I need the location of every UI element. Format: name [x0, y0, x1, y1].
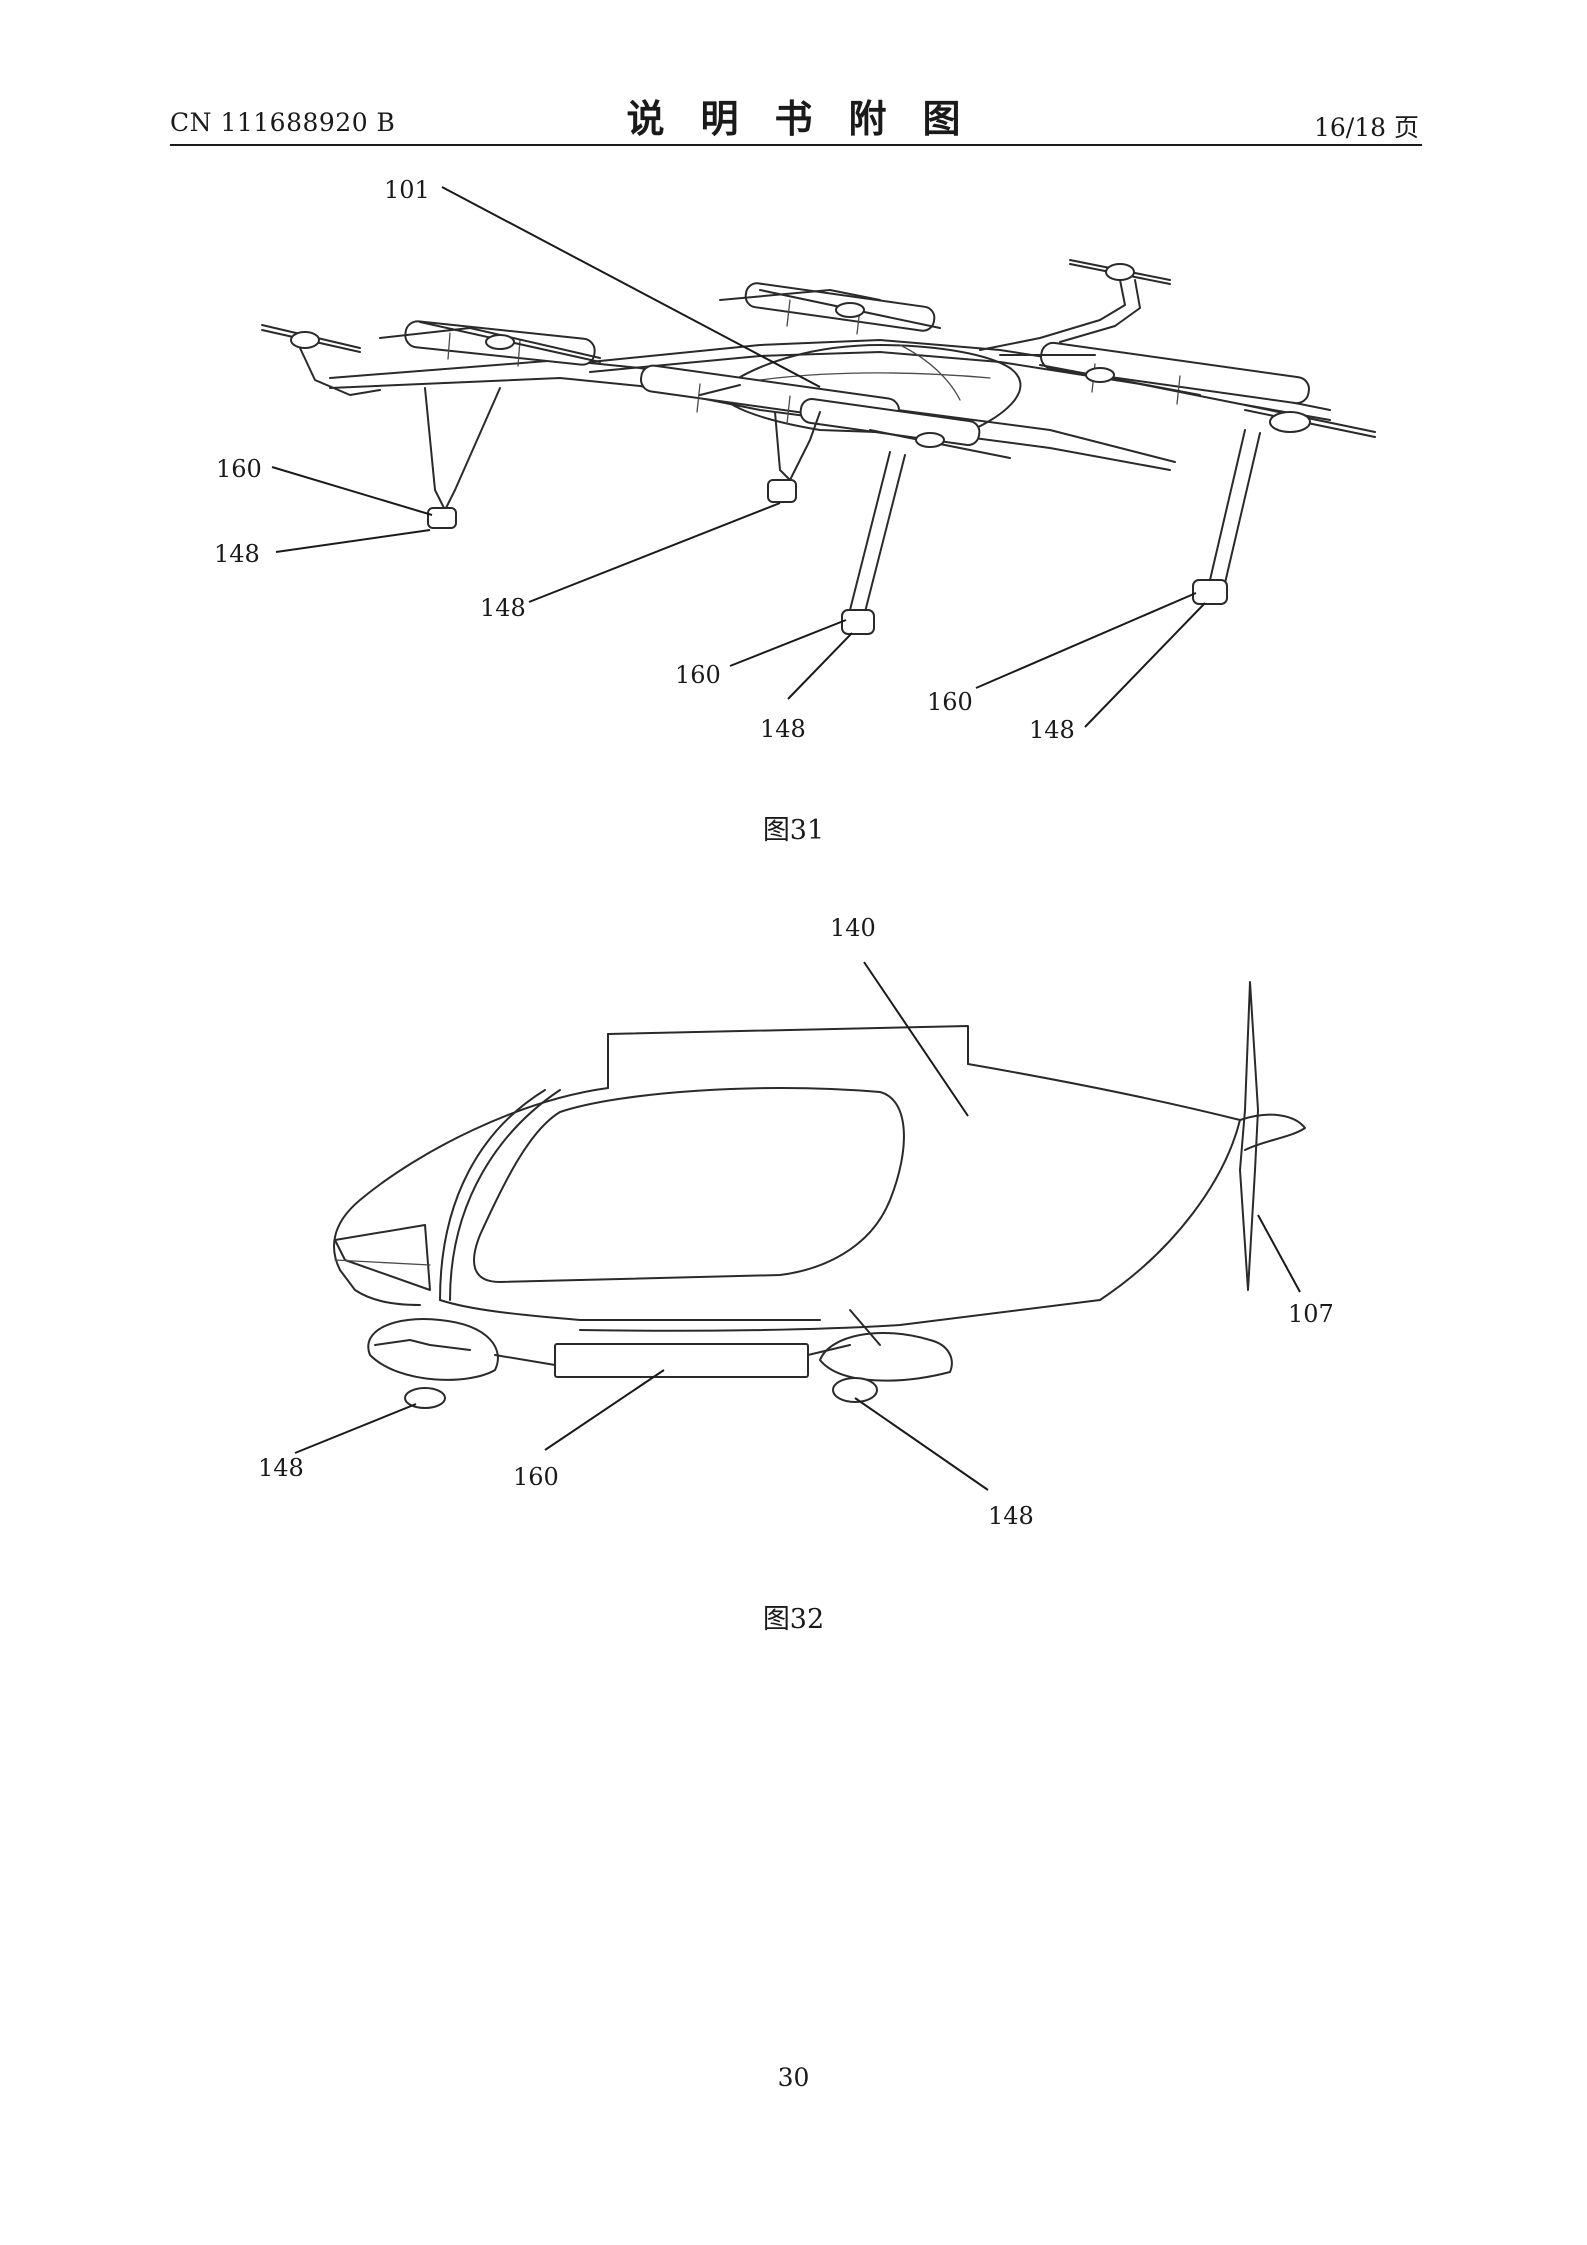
propeller-top-left [419, 321, 601, 363]
nacelle-top [719, 282, 936, 335]
figure-32-drawing: 140 107 148 160 148 [258, 914, 1334, 1530]
propeller-mid-right [869, 429, 1011, 459]
page-of-total: 16/18 页 [1314, 113, 1419, 142]
fuselage [719, 344, 1022, 436]
skid-front [367, 1318, 499, 1409]
ref-148: 148 [258, 1454, 304, 1482]
ref-107: 107 [1288, 1300, 1334, 1328]
header-rule [170, 144, 1422, 146]
figure-31-caption: 图31 [762, 815, 825, 846]
propeller-far-right [1244, 404, 1376, 438]
ref-101: 101 [384, 176, 430, 204]
patent-number: CN 111688920 B [170, 108, 396, 137]
ref-148: 148 [480, 594, 526, 622]
strut-middle [767, 411, 821, 503]
ref-148: 148 [214, 540, 260, 568]
ref-140: 140 [830, 914, 876, 942]
propeller-right [1039, 364, 1201, 396]
figure-31-drawing: 101 160 148 148 160 148 160 148 [214, 176, 1376, 744]
propeller-top-middle [759, 289, 941, 329]
wing-leading-edge [329, 359, 1176, 463]
figure-32-caption: 图32 [762, 1604, 825, 1635]
propeller-far-right-top [979, 259, 1171, 351]
ref-160: 160 [927, 688, 973, 716]
cabin-nose [333, 1087, 609, 1306]
cabin-window [473, 1087, 905, 1283]
ref-148: 148 [1029, 716, 1075, 744]
strut-rear-right [1192, 429, 1261, 605]
cabin-roof [607, 1025, 969, 1065]
tail-rotor [1239, 981, 1306, 1291]
ref-160: 160 [675, 661, 721, 689]
ref-148: 148 [988, 1502, 1034, 1530]
strut-front-right [841, 451, 906, 635]
leader-101 [441, 186, 821, 388]
battery-pack [494, 1343, 851, 1378]
skid-rear [819, 1309, 953, 1403]
propeller-far-left [261, 324, 381, 396]
ref-160: 160 [216, 455, 262, 483]
page-title: 说明书附图 [626, 96, 997, 141]
nacelle-right [999, 341, 1310, 405]
ref-160: 160 [513, 1463, 559, 1491]
ref-148: 148 [760, 715, 806, 743]
strut-front-left [424, 387, 501, 529]
page-number: 30 [777, 2063, 810, 2092]
